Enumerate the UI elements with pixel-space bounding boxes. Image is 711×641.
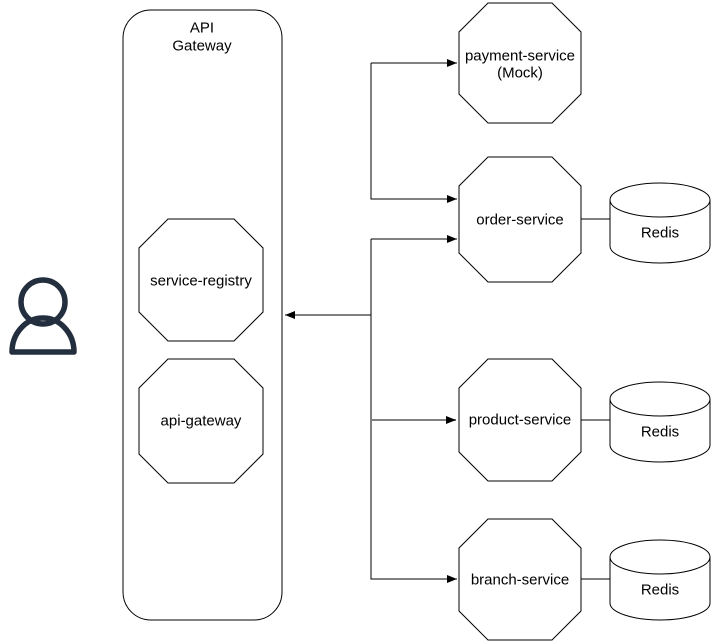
payment-service-label-line1: payment-service [465,48,575,65]
user-actor-icon [9,277,77,355]
product-redis-label: Redis [641,424,679,441]
product-redis-body [609,399,711,463]
api-gateway-label: api-gateway [161,413,242,430]
node-payment-service: payment-service (Mock) [458,2,582,124]
service-registry-shape [138,218,264,342]
service-registry-label: service-registry [150,273,252,290]
api-gateway-shape [138,358,264,484]
product-service-shape [458,358,582,482]
branch-redis-body [609,557,711,621]
payment-service-shape [458,2,582,124]
node-product-service: product-service [458,358,582,482]
order-service-shape [458,156,582,283]
api-gateway-container-title-line2: Gateway [172,38,232,55]
branch-service-shape [458,518,582,641]
edge-to-order-service-upper [370,63,457,203]
datastore-branch-redis: Redis [609,539,711,621]
edges [285,59,610,583]
order-redis-body [609,200,711,264]
product-redis-top [609,381,711,417]
edge-to-branch-service [370,239,457,583]
actor-head [18,277,68,327]
datastore-order-redis: Redis [609,182,711,264]
api-gateway-container-title-line1: API [190,20,214,37]
order-redis-label: Redis [641,225,679,242]
order-service-label: order-service [476,212,564,229]
node-branch-service: branch-service [458,518,582,641]
branch-service-label: branch-service [471,572,569,589]
node-service-registry: service-registry [138,218,264,342]
product-service-label: product-service [469,412,572,429]
payment-service-label-line2: (Mock) [497,65,543,82]
node-order-service: order-service [458,156,582,283]
branch-redis-label: Redis [641,582,679,599]
order-redis-top [609,182,711,218]
node-api-gateway: api-gateway [138,358,264,484]
branch-redis-top [609,539,711,575]
actor-body [9,315,77,355]
datastore-product-redis: Redis [609,381,711,463]
